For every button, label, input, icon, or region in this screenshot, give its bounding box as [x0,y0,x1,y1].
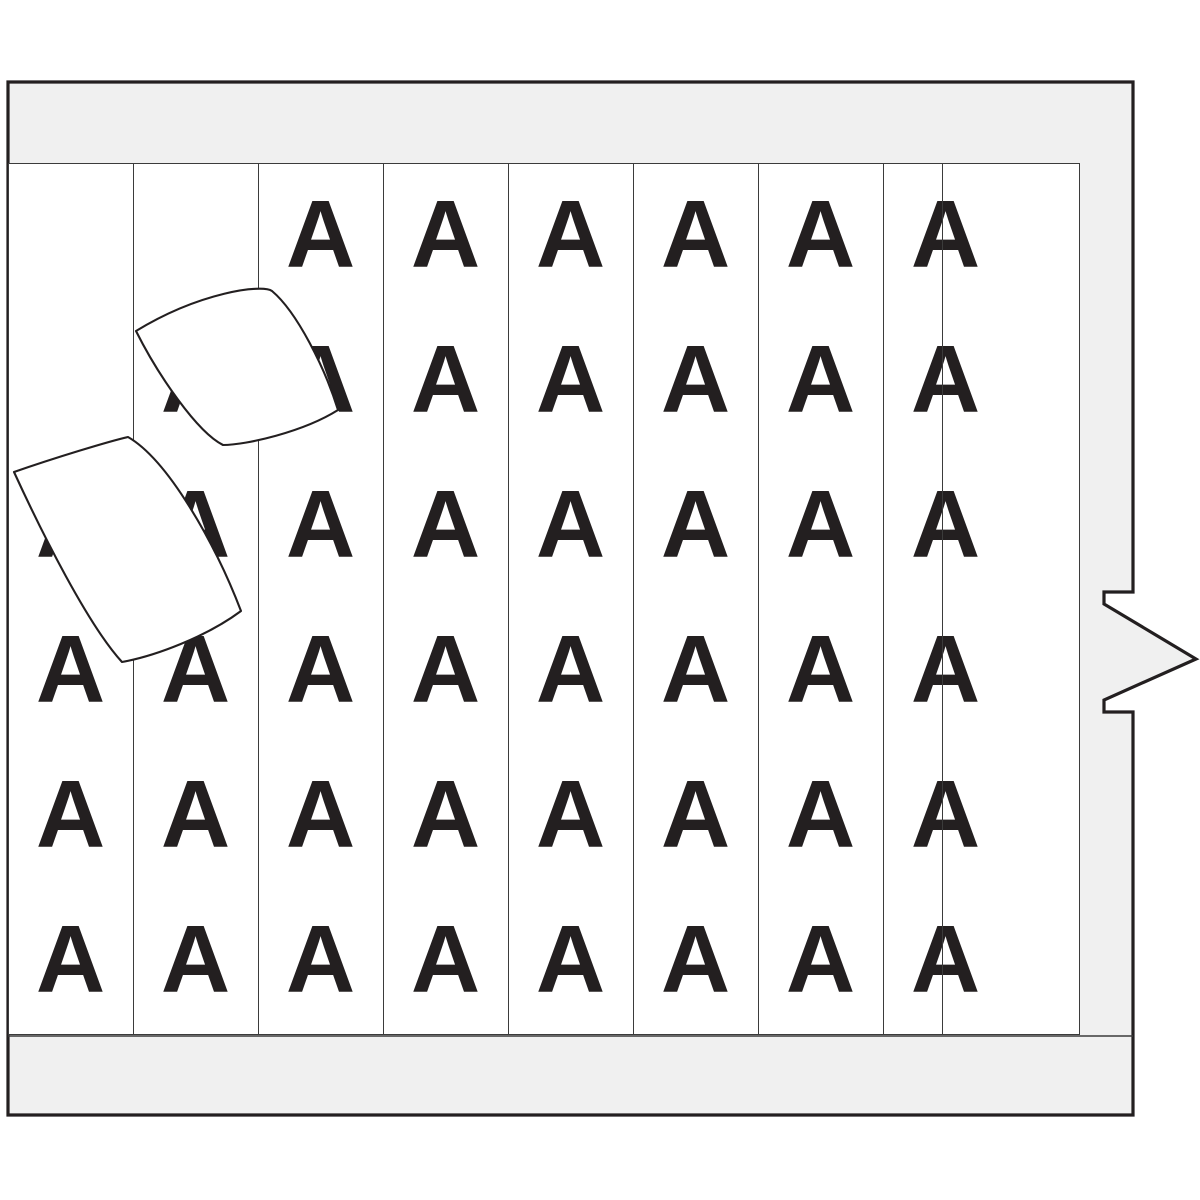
label-letter: A [535,906,606,1013]
label-letter: A [160,906,231,1013]
label-cell[interactable]: A [8,743,133,887]
label-cell[interactable]: A [258,598,383,742]
label-cell[interactable]: A [8,598,133,742]
label-letter: A [410,906,481,1013]
label-cell[interactable]: A [508,743,633,887]
label-letter: A [535,326,606,433]
label-cell[interactable]: A [883,163,1008,307]
label-letter: A [410,326,481,433]
label-cell[interactable]: A [758,743,883,887]
label-cell[interactable]: A [883,888,1008,1032]
label-cell[interactable]: A [508,888,633,1032]
label-letter: A [660,326,731,433]
column-divider [633,163,634,1035]
label-cell[interactable]: A [383,308,508,452]
label-cell[interactable]: A [758,308,883,452]
column-divider [883,163,884,1035]
label-cell[interactable]: A [383,163,508,307]
label-letter: A [410,761,481,868]
label-cell[interactable]: A [8,888,133,1032]
label-cell[interactable]: A [258,163,383,307]
label-cell[interactable]: A [883,598,1008,742]
label-letter: A [35,761,106,868]
label-cell[interactable]: A [758,888,883,1032]
label-cell[interactable]: A [633,888,758,1032]
label-letter: A [910,181,981,288]
label-cell[interactable]: A [883,743,1008,887]
label-cell[interactable]: A [508,163,633,307]
label-cell[interactable]: A [633,598,758,742]
label-cell[interactable]: A [508,453,633,597]
label-cell[interactable]: A [258,743,383,887]
label-cell[interactable]: A [383,598,508,742]
label-letter: A [660,761,731,868]
peeled-label-upper[interactable] [134,287,340,447]
label-cell[interactable]: A [758,163,883,307]
label-letter: A [535,181,606,288]
peeled-label-lower[interactable] [12,435,243,664]
label-cell[interactable]: A [758,598,883,742]
label-letter: A [910,761,981,868]
label-cell[interactable]: A [633,163,758,307]
label-letter: A [910,906,981,1013]
label-letter: A [660,616,731,723]
label-letter: A [35,616,106,723]
label-cell[interactable]: A [383,453,508,597]
label-letter: A [285,761,356,868]
label-letter: A [660,906,731,1013]
column-divider [758,163,759,1035]
label-cell[interactable]: A [883,308,1008,452]
label-cell[interactable]: A [883,453,1008,597]
label-letter: A [785,761,856,868]
label-letter: A [785,181,856,288]
label-cell[interactable]: A [258,453,383,597]
label-letter: A [535,616,606,723]
label-cell[interactable]: A [383,888,508,1032]
label-letter: A [285,471,356,578]
label-letter: A [535,761,606,868]
label-cell[interactable]: A [508,598,633,742]
label-letter: A [160,761,231,868]
label-cell[interactable]: A [133,888,258,1032]
label-cell[interactable]: A [258,888,383,1032]
label-letter: A [285,181,356,288]
label-letter: A [785,471,856,578]
label-cell[interactable]: A [633,743,758,887]
label-letter: A [35,906,106,1013]
label-letter: A [910,616,981,723]
label-letter: A [660,181,731,288]
label-letter: A [785,906,856,1013]
label-cell[interactable]: A [508,308,633,452]
column-divider [942,163,943,1035]
column-divider [258,163,259,1035]
label-letter: A [410,471,481,578]
label-cell[interactable]: A [633,453,758,597]
label-letter: A [535,471,606,578]
label-cell[interactable]: A [633,308,758,452]
label-cell[interactable]: A [383,743,508,887]
label-letter: A [285,906,356,1013]
label-letter: A [785,326,856,433]
label-letter: A [410,181,481,288]
label-letter: A [910,326,981,433]
label-letter: A [660,471,731,578]
column-divider [508,163,509,1035]
column-divider [383,163,384,1035]
label-letter: A [785,616,856,723]
label-letter: A [410,616,481,723]
label-cell[interactable]: A [758,453,883,597]
label-cell[interactable]: A [133,743,258,887]
label-letter: A [285,616,356,723]
label-letter: A [910,471,981,578]
